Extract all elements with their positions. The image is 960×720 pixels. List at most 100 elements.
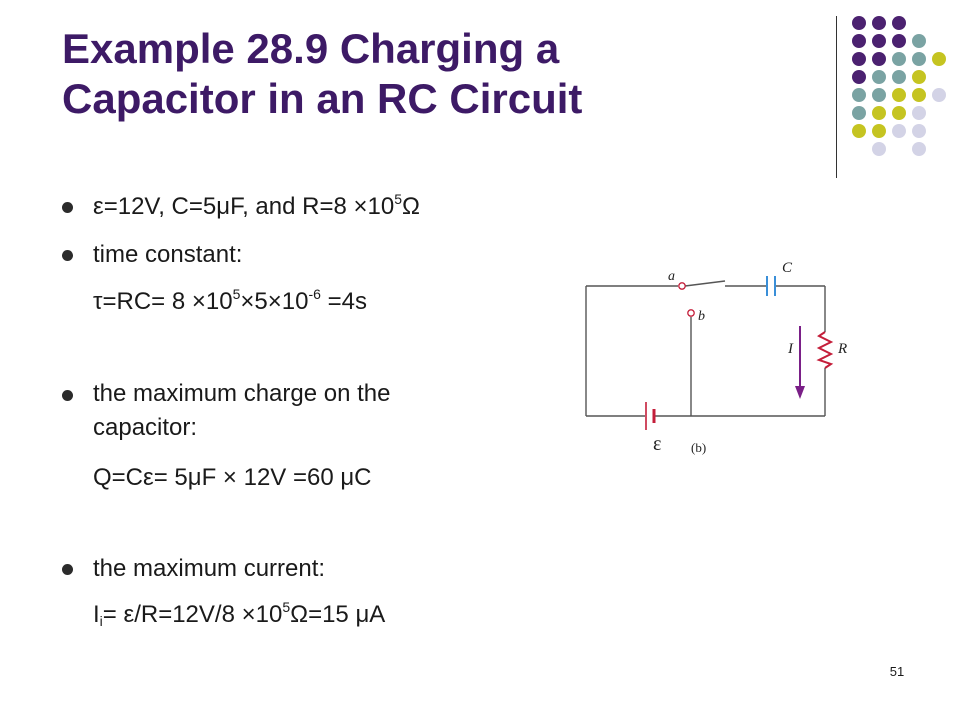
dot [852,106,866,120]
dot [852,52,866,66]
text-fragment: F [201,464,223,491]
slide-title: Example 28.9 Charging a Capacitor in an … [62,24,822,124]
text-fragment: F, and R=8 [230,193,354,220]
diagram-caption: (b) [691,440,706,455]
bullet-marker [62,250,73,261]
bullet-marker [62,202,73,213]
emf-label: ε [653,433,661,455]
dot [872,16,886,30]
epsilon-symbol: ε [93,193,104,220]
times-symbol: × [240,288,255,315]
text-fragment: =4s [320,288,367,315]
dot [872,88,886,102]
text-fragment: 12V =60 [236,464,341,491]
dot [872,70,886,84]
text-fragment: =15 [308,601,356,628]
decorative-divider [836,16,837,178]
dot [852,34,866,48]
resistor-icon [816,331,834,369]
dot [912,88,926,102]
epsilon-symbol: ε [143,464,154,491]
dot [852,124,866,138]
dot [912,52,926,66]
dot [912,124,926,138]
times-symbol: × [222,464,237,491]
dot [912,34,926,48]
slide-title-line-1: Example 28.9 Charging a [62,25,560,72]
dot [872,52,886,66]
dot [892,52,906,66]
exponent: -6 [308,286,321,302]
exponent: 5 [394,191,403,207]
dot [852,88,866,102]
exponent: 5 [282,599,291,615]
text-fragment: 5 [254,288,268,315]
switch-terminal-b [687,309,695,317]
max-charge-heading-line2: capacitor: [93,414,198,441]
dot [852,70,866,84]
switch-label-b: b [698,309,705,324]
dot [892,124,906,138]
dot [912,70,926,84]
dot [912,106,926,120]
text-fragment: 10 [281,288,309,315]
text-fragment: 10 [205,288,233,315]
times-symbol: × [353,193,368,220]
switch-terminal-a [678,282,686,290]
mu-symbol: μ [187,464,202,491]
bullet-marker [62,390,73,401]
emf-values-line: ε=12V, C=5μF, and R=8 ×105Ω [93,191,420,221]
mu-symbol: μ [355,601,370,628]
slide-title-line-2: Capacitor in an RC Circuit [62,75,583,122]
times-symbol: × [191,288,206,315]
max-charge-formula: Q=Cε= 5μF × 12V =60 μC [93,464,372,492]
resistor-label: R [837,341,847,357]
text-fragment: =12V, C=5 [103,193,217,220]
text-fragment: A [369,601,386,628]
dot [892,106,906,120]
rc-circuit-diagram: a b C I R ε (b) [585,260,847,455]
max-charge-heading-line1: the maximum charge on the [93,380,391,407]
switch-label-a: a [668,269,675,284]
text-fragment: C [354,464,372,491]
dot [872,142,886,156]
text-fragment: I [93,601,100,628]
subscript: i [99,613,103,629]
text-fragment: Q=C [93,464,144,491]
text-fragment: =RC= 8 [102,288,192,315]
exponent: 5 [232,286,241,302]
epsilon-symbol: ε [123,601,135,628]
text-fragment: /R=12V/8 [134,601,242,628]
mu-symbol: μ [340,464,355,491]
current-arrow-head [795,386,805,399]
capacitor-label: C [782,260,793,276]
time-constant-formula: τ=RC= 8 ×105×5×10-6 =4s [93,286,367,316]
dot [872,124,886,138]
text-fragment: 10 [255,601,283,628]
dot [892,34,906,48]
omega-symbol: Ω [290,601,309,628]
max-current-formula: Ii= ε/R=12V/8 ×105Ω=15 μA [93,599,386,629]
omega-symbol: Ω [402,193,420,220]
tau-symbol: τ [93,288,103,315]
page-number: 51 [889,664,905,679]
current-label: I [787,341,794,357]
max-current-heading: the maximum current: [93,555,326,582]
dot [912,142,926,156]
dot [892,70,906,84]
text-fragment: 10 [367,193,395,220]
dot [852,16,866,30]
dot [932,52,946,66]
times-symbol: × [241,601,256,628]
text-fragment: = 5 [153,464,188,491]
dot [892,16,906,30]
dot [872,106,886,120]
dot [872,34,886,48]
time-constant-heading: time constant: [93,241,243,268]
mu-symbol: μ [216,193,231,220]
bullet-marker [62,564,73,575]
times-symbol: × [267,288,282,315]
switch-arm [684,280,726,287]
dot [932,88,946,102]
text-fragment: = [102,601,124,628]
